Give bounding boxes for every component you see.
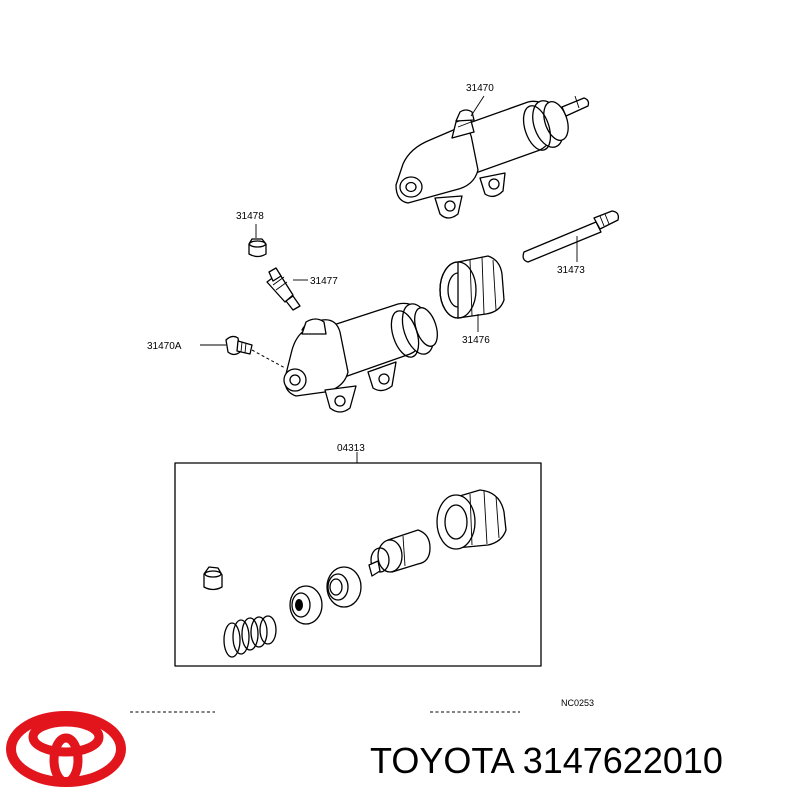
callout-31470a: 31470A — [147, 341, 182, 352]
toyota-logo — [6, 711, 126, 787]
kit-04313-frame — [174, 452, 542, 667]
callout-31473: 31473 — [557, 265, 585, 276]
part-31473-push-rod — [522, 210, 620, 263]
brand-caption: TOYOTA 3147622010 — [370, 740, 723, 781]
part-31478-bleeder-cap — [248, 224, 267, 258]
part-31470-upper-cylinder — [395, 95, 590, 219]
diagram-code: NC0253 — [561, 698, 594, 708]
part-31477-bleeder-plug — [266, 267, 308, 311]
kit-boot — [436, 489, 507, 550]
kit-cup-seal — [326, 566, 362, 608]
kit-spring-seat — [289, 585, 323, 625]
part-31476-boot — [439, 255, 505, 332]
callout-31470: 31470 — [466, 83, 494, 94]
part-31470a-slave-cylinder — [200, 302, 438, 413]
callout-04313: 04313 — [337, 443, 365, 454]
callout-31476: 31476 — [462, 335, 490, 346]
kit-piston — [368, 529, 431, 577]
callout-31478: 31478 — [236, 211, 264, 222]
kit-bleeder-cap — [203, 566, 223, 591]
callout-31477: 31477 — [310, 276, 338, 287]
kit-spring — [223, 615, 277, 658]
